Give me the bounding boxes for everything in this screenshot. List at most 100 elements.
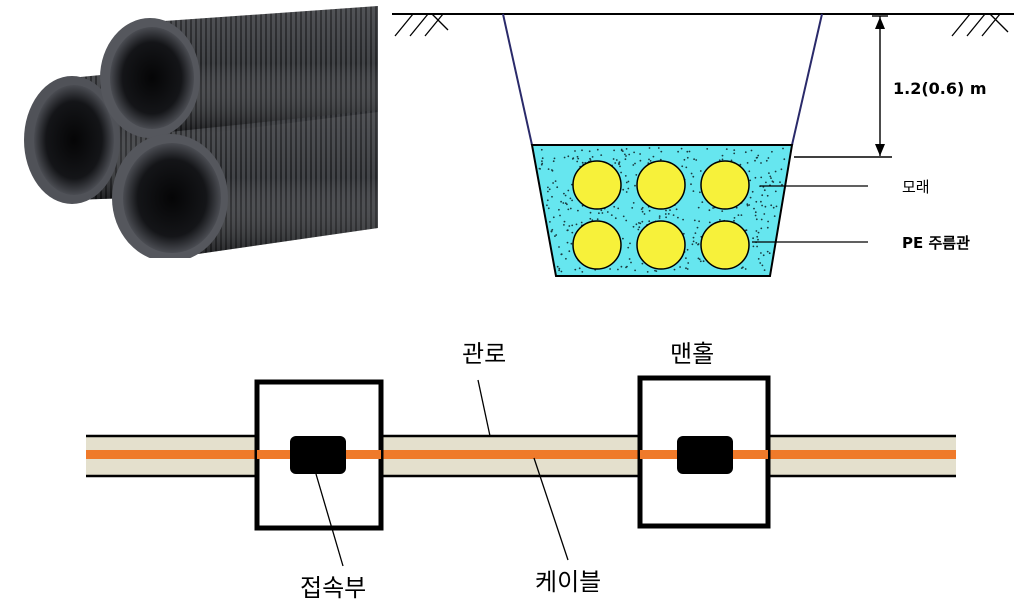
sand-grain — [652, 155, 655, 158]
sand-grain — [754, 159, 756, 162]
pipe-front — [112, 112, 378, 258]
sand-grain — [628, 153, 631, 156]
sand-grain — [675, 208, 678, 211]
sand-grain — [589, 159, 592, 162]
sand-grain — [563, 220, 566, 223]
sand-grain — [614, 162, 617, 164]
sand-grain — [571, 199, 573, 202]
sand-grain — [699, 260, 702, 263]
pe-pipe-circle — [700, 220, 750, 270]
sand-grain — [633, 151, 635, 154]
sand-grain — [638, 222, 640, 224]
sand-grain — [669, 209, 671, 212]
sand-grain — [539, 168, 541, 170]
sand-grain — [768, 172, 770, 175]
cable-label: 케이블 — [535, 568, 601, 596]
sand-grain — [634, 269, 636, 272]
pipe-label: PE 주름관 — [902, 234, 970, 252]
sand-grain — [613, 205, 616, 208]
sand-grain — [655, 270, 658, 272]
sand-grain — [685, 267, 687, 270]
trench-cross-section: 1.2(0.6) m 모래 PE 주름관 — [392, 13, 1014, 277]
pe-pipe-circle — [572, 220, 622, 270]
sand-grain — [588, 150, 591, 153]
sand-grain — [755, 230, 758, 232]
sand-grain — [682, 218, 684, 221]
sand-grain — [596, 218, 599, 221]
sand-grain — [708, 209, 711, 212]
sand-grain — [694, 232, 697, 235]
sand-grain — [660, 150, 663, 153]
sand-grain — [571, 231, 574, 234]
sand-grain — [641, 206, 644, 209]
sand-grain — [780, 168, 783, 171]
sand-grain — [760, 252, 762, 254]
sand-grain — [769, 175, 772, 178]
sand-grain — [618, 163, 620, 166]
cable-leader — [533, 457, 569, 561]
sand-grain — [591, 156, 594, 158]
sand-grain — [772, 206, 775, 209]
sand-grain — [755, 200, 758, 203]
sand-grain — [627, 246, 630, 249]
sand-grain — [617, 268, 619, 271]
sand-grain — [686, 156, 689, 159]
sand-grain — [757, 154, 760, 157]
sand-grain — [641, 220, 644, 223]
sand-grain — [691, 243, 694, 246]
sand-grain — [615, 159, 618, 161]
sand-grain — [754, 214, 757, 217]
corrugated-pipes-photo — [0, 0, 378, 258]
sand-grain — [627, 180, 630, 183]
sand-grain — [618, 161, 621, 164]
sand-grain — [547, 168, 550, 171]
sand-grain — [625, 155, 627, 157]
sand-grain — [569, 197, 572, 200]
sand-grain — [641, 210, 644, 213]
sand-grain — [589, 211, 592, 214]
sand-grain — [697, 243, 700, 245]
sand-grain — [555, 234, 558, 236]
sand-grain — [742, 266, 744, 269]
sand-grain — [632, 225, 635, 228]
sand-grain — [762, 254, 765, 257]
sand-grain — [567, 189, 570, 192]
sand-grain — [570, 242, 573, 245]
sand-grain — [635, 174, 638, 176]
sand-grain — [665, 216, 667, 219]
sand-grain — [725, 148, 728, 151]
sand-grain — [548, 188, 551, 191]
sand-grain — [658, 217, 661, 219]
sand-grain — [622, 237, 624, 240]
sand-grain — [770, 177, 772, 180]
sand-grain — [699, 191, 701, 194]
sand-grain — [625, 181, 628, 184]
sand-grain — [581, 271, 584, 273]
sand-grain — [697, 206, 700, 209]
sand-grain — [756, 245, 758, 248]
pe-pipe-group — [572, 160, 750, 270]
sand-grain — [566, 241, 569, 244]
joint-block — [677, 436, 733, 474]
sand-grain — [733, 217, 736, 219]
sand-grain — [692, 240, 695, 243]
sand-grain — [610, 214, 613, 217]
sand-grain — [581, 161, 584, 164]
sand-grain — [754, 211, 757, 214]
sand-grain — [614, 217, 617, 220]
sand-grain — [719, 219, 721, 221]
sand-grain — [702, 260, 705, 263]
sand-grain — [648, 147, 651, 149]
sand-grain — [625, 219, 628, 222]
sand-grain — [571, 224, 574, 227]
sand-grain — [541, 160, 543, 163]
sand-grain — [546, 199, 549, 202]
sand-grain — [756, 156, 759, 159]
sand-grain — [766, 250, 769, 253]
sand-grain — [551, 169, 554, 172]
ground-hatch-icon — [394, 13, 449, 37]
sand-grain — [772, 181, 775, 183]
sand-grain — [658, 215, 661, 218]
sand-grain — [665, 209, 667, 212]
